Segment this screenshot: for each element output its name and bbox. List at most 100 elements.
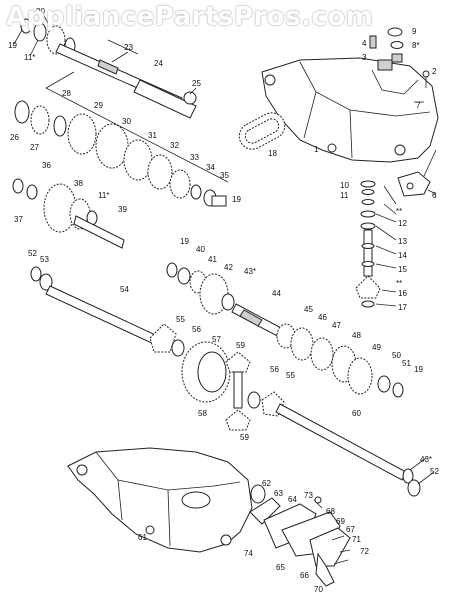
callout-73: 73: [304, 491, 313, 500]
callout-31: 31: [148, 131, 157, 140]
callout-15: 15: [398, 265, 407, 274]
callout-40: 40: [196, 245, 205, 254]
callout-52b: 52: [430, 467, 439, 476]
reverse-gear-cluster: [12, 178, 125, 249]
callout-32: 32: [170, 141, 179, 150]
callout-60: 60: [352, 409, 361, 418]
callout-48: 48: [352, 331, 361, 340]
callout-56b: 56: [270, 365, 279, 374]
callout-38: 38: [74, 179, 83, 188]
vertical-shaft-stack: [355, 180, 381, 308]
callout-41: 41: [208, 255, 217, 264]
callout-45: 45: [304, 305, 313, 314]
differential-ring-gear: [181, 341, 231, 403]
callout-55a: 55: [176, 315, 185, 324]
callout-68: 68: [326, 507, 335, 516]
callout-50: 50: [392, 351, 401, 360]
callout-10: 10: [340, 181, 349, 190]
callout-19d: 19: [414, 365, 423, 374]
callout-70: 70: [314, 585, 323, 594]
callout-30: 30: [122, 117, 131, 126]
callout-star-2: **: [396, 279, 402, 288]
callout-57: 57: [212, 335, 221, 344]
callout-35: 35: [220, 171, 229, 180]
callout-67: 67: [346, 525, 355, 534]
callout-4: 4: [362, 39, 367, 48]
callout-20: 20: [36, 7, 45, 16]
upper-housing: [261, 57, 439, 163]
callout-16: 16: [398, 289, 407, 298]
callout-labels: 1 2 3 4 6 7 8* 9 10 11 12 13 14 15 16 17…: [8, 7, 439, 594]
callout-43b: 43*: [420, 455, 432, 464]
drive-chain: [238, 112, 286, 150]
fill-plug-group: [369, 27, 430, 103]
lower-housing: [67, 447, 253, 553]
callout-24: 24: [154, 59, 163, 68]
callout-74: 74: [244, 549, 253, 558]
callout-star-1: **: [396, 207, 402, 216]
callout-53: 53: [40, 255, 49, 264]
callout-65: 65: [276, 563, 285, 572]
callout-49: 49: [372, 343, 381, 352]
callout-19a: 19: [8, 41, 17, 50]
callout-11c: 11*: [98, 191, 109, 200]
callout-2: 2: [432, 67, 437, 76]
callout-36: 36: [42, 161, 51, 170]
callout-43a: 43*: [244, 267, 256, 276]
callout-1: 1: [314, 145, 319, 154]
callout-59a: 59: [236, 341, 245, 350]
callout-58: 58: [198, 409, 207, 418]
callout-66: 66: [300, 571, 309, 580]
upper-shaft-assembly: [20, 18, 197, 119]
callout-13: 13: [398, 237, 407, 246]
callout-64: 64: [288, 495, 297, 504]
axle-shaft-right: [247, 391, 421, 497]
callout-62: 62: [262, 479, 271, 488]
callout-55b: 55: [286, 371, 295, 380]
callout-59b: 59: [240, 433, 249, 442]
callout-69: 69: [336, 517, 345, 526]
callout-27: 27: [30, 143, 39, 152]
leader-bracket: [45, 71, 229, 183]
leader-lines: [13, 15, 437, 485]
callout-12: 12: [398, 219, 407, 228]
callout-3: 3: [362, 53, 367, 62]
callout-63: 63: [274, 489, 283, 498]
callout-46: 46: [318, 313, 327, 322]
brake-bracket: [397, 149, 437, 197]
callout-72: 72: [360, 547, 369, 556]
callout-6: 6: [432, 191, 437, 200]
callout-25: 25: [192, 79, 201, 88]
callout-42: 42: [224, 263, 233, 272]
callout-34: 34: [206, 163, 215, 172]
callout-44: 44: [272, 289, 281, 298]
callout-9: 9: [412, 27, 417, 36]
callout-23: 23: [124, 43, 133, 52]
callout-51: 51: [402, 359, 411, 368]
callout-11b: 11*: [24, 53, 35, 62]
callout-17: 17: [398, 303, 407, 312]
callout-54: 54: [120, 285, 129, 294]
callout-29: 29: [94, 101, 103, 110]
callout-39: 39: [118, 205, 127, 214]
intermediate-shaft-assembly: [166, 262, 404, 398]
callout-8: 8*: [412, 41, 420, 50]
callout-37: 37: [14, 215, 23, 224]
callout-28: 28: [62, 89, 71, 98]
callout-47: 47: [332, 321, 341, 330]
axle-shaft-left: [30, 266, 185, 357]
callout-61: 61: [138, 533, 147, 542]
callout-18: 18: [268, 149, 277, 158]
shift-linkage: [249, 484, 351, 587]
callout-14: 14: [398, 251, 407, 260]
callout-7: 7: [416, 101, 421, 110]
callout-26: 26: [10, 133, 19, 142]
callout-33: 33: [190, 153, 199, 162]
callout-19c: 19: [180, 237, 189, 246]
callout-56a: 56: [192, 325, 201, 334]
countershaft-gears: [14, 100, 227, 207]
callout-19b: 19: [232, 195, 241, 204]
callout-52a: 52: [28, 249, 37, 258]
